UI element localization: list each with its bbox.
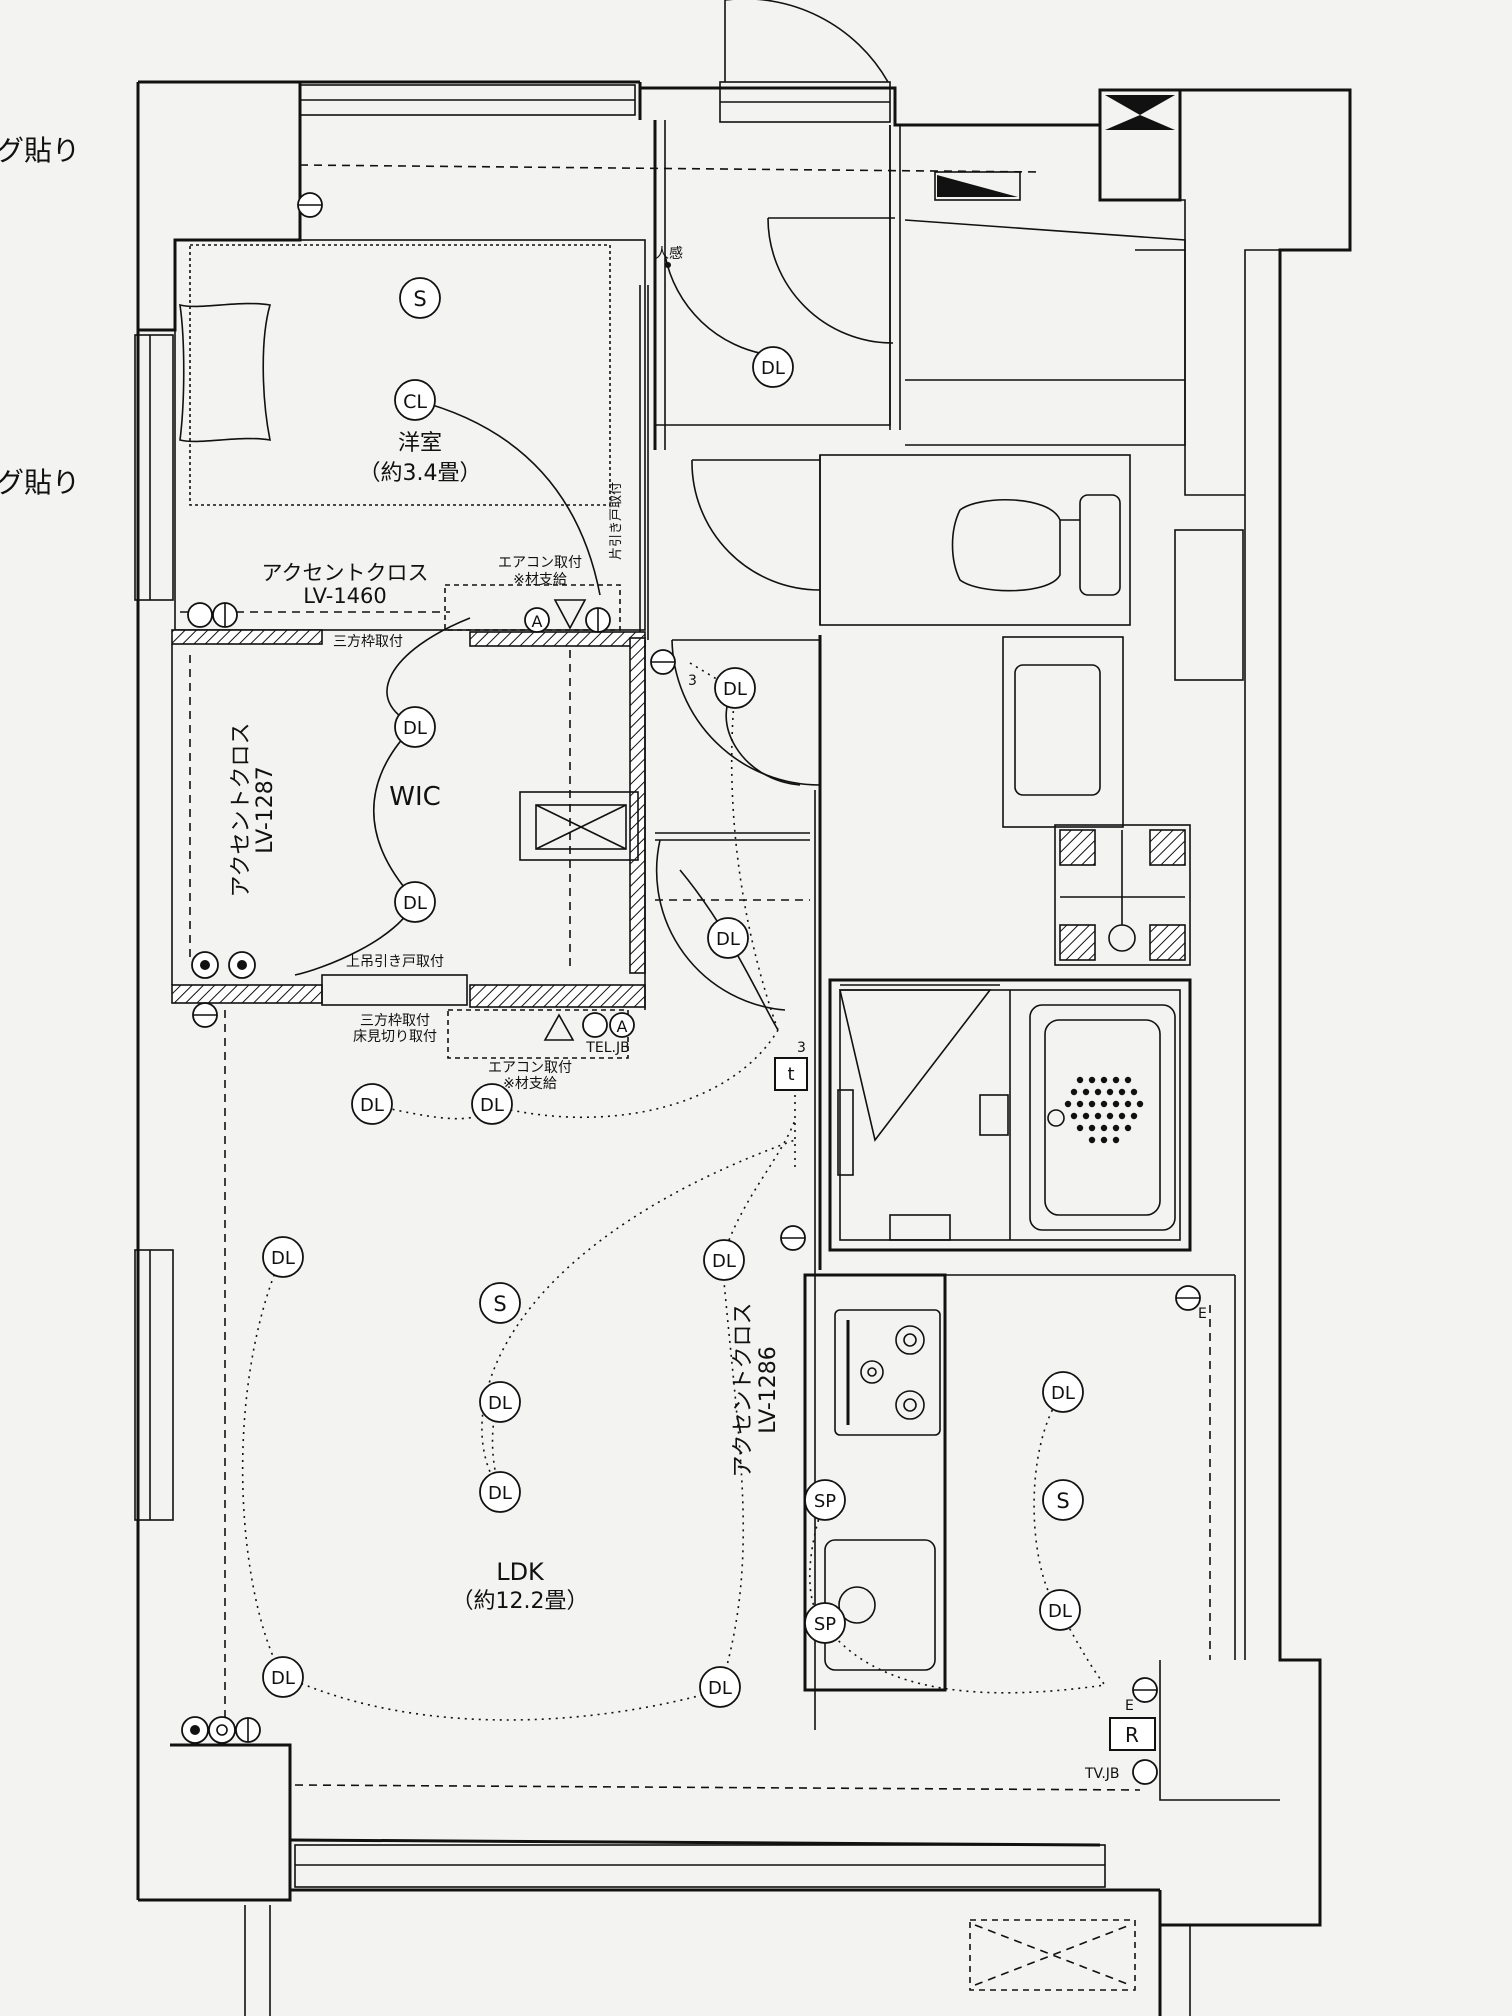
svg-text:DL: DL [360,1095,384,1116]
outer-walls [136,80,1352,2016]
ceiling-light-S-kitchen: S [1042,1479,1084,1521]
margin-note-1: グ貼り [0,134,80,167]
window-left [134,334,174,1521]
accent-cross-2-code: LV-1287 [253,766,278,854]
tv-jb-label: TV.JB [1084,1766,1120,1782]
svg-text:DL: DL [271,1668,295,1689]
svg-text:DL: DL [480,1095,504,1116]
downlight-14: DL [1042,1371,1084,1413]
svg-text:DL: DL [488,1393,512,1414]
circuit-3-b: 3 [797,1040,806,1056]
margin-note-2: グ貼り [0,466,80,499]
svg-text:DL: DL [723,679,747,700]
circuit-3-a: 3 [688,673,697,689]
aircon-2-box [447,1009,629,1059]
wic: WIC 三方枠取付 上吊引き戸取付 [171,629,646,1740]
svg-text:DL: DL [271,1248,295,1269]
sanpou-waku-2: 三方枠取付 [360,1013,430,1029]
downlight-9: DL [703,1239,745,1281]
ceiling-light-S-ldk: S [479,1282,521,1324]
downlight-6: DL [351,1083,393,1125]
bedroom: 洋室 （約3.4畳） 片引き戸取付 [174,164,1041,640]
svg-text:SP: SP [814,1491,836,1512]
svg-text:DL: DL [712,1251,736,1272]
thermo-t-symbol: t [787,1064,794,1085]
svg-text:DL: DL [708,1678,732,1699]
svg-text:DL: DL [761,358,785,379]
svg-text:DL: DL [488,1483,512,1504]
svg-text:A: A [617,1017,628,1036]
downlight-11: DL [479,1471,521,1513]
aircon-1-line2: ※材支給 [513,572,567,588]
aircon-2-line1: エアコン取付 [488,1060,572,1076]
aircon-2-line2: ※材支給 [503,1076,557,1092]
downlight-7: DL [471,1083,513,1125]
earth-E-a: E [1198,1306,1207,1322]
tel-jb-label: TEL.JB [585,1040,629,1056]
wic-name: WIC [389,782,441,812]
downlight-15: DL [1039,1589,1081,1631]
earth-E-b: E [1125,1698,1134,1714]
hallway: 人感 [653,88,1186,450]
sanpou-waku-1: 三方枠取付 [333,634,403,650]
accent-cross-3-code: LV-1286 [756,1346,781,1434]
remote-R-symbol: R [1125,1723,1139,1747]
svg-text:SP: SP [814,1614,836,1635]
svg-text:A: A [532,612,543,631]
svg-text:DL: DL [403,718,427,739]
light-fixtures: S CL DL DL DL DL DL DL DL DL DL S DL DL … [262,277,1084,1708]
window-bottom [294,1844,1136,1991]
svg-text:DL: DL [403,893,427,914]
downlight-8: DL [262,1236,304,1278]
aircon-1-line1: エアコン取付 [498,555,582,571]
toilet-room [691,454,1131,626]
kata-hikido-label: 片引き戸取付 [609,482,624,560]
downlight-3: DL [394,706,436,748]
svg-text:S: S [493,1292,506,1316]
svg-text:S: S [413,287,426,311]
downlight-4: DL [394,881,436,923]
jinkan-label: 人感 [655,245,683,262]
accent-cross-2-title: アクセントクロス [229,723,254,898]
bedroom-name: 洋室 [398,431,442,456]
kitchen [803,1273,1236,1692]
ceiling-light-CL-bedroom: CL [394,379,436,421]
window-top [299,0,891,123]
ldk-area: （約12.2畳） [452,1589,589,1614]
svg-text:DL: DL [1048,1601,1072,1622]
washroom [655,635,1191,1730]
ceiling-light-S-bedroom: S [399,277,441,319]
speaker-SP-1: SP [804,1479,846,1521]
svg-text:DL: DL [716,929,740,950]
downlight-12: DL [262,1656,304,1698]
downlight-5: DL [707,917,749,959]
downlight-2: DL [714,667,756,709]
outlets: R TV.JB t 3 3 E E [181,192,1207,1785]
accent-cross-1-code: LV-1460 [303,584,387,608]
downlight-1: DL [752,346,794,388]
svg-text:CL: CL [403,391,427,413]
downlight-13: DL [699,1666,741,1708]
bedroom-area: （約3.4畳） [359,461,482,486]
svg-text:DL: DL [1051,1383,1075,1404]
accent-cross-1-title: アクセントクロス [262,561,429,585]
bathroom [828,978,1192,1252]
wiring [241,399,1106,1721]
svg-text:S: S [1056,1489,1069,1513]
uetsuri-door-label: 上吊引き戸取付 [346,954,444,970]
yuka-mikiri-label: 床見切り取付 [353,1029,437,1045]
downlight-10: DL [479,1381,521,1423]
outlet-A-markers: A A [524,607,635,1038]
ldk-name: LDK [496,1558,545,1586]
speaker-SP-2: SP [804,1602,846,1644]
